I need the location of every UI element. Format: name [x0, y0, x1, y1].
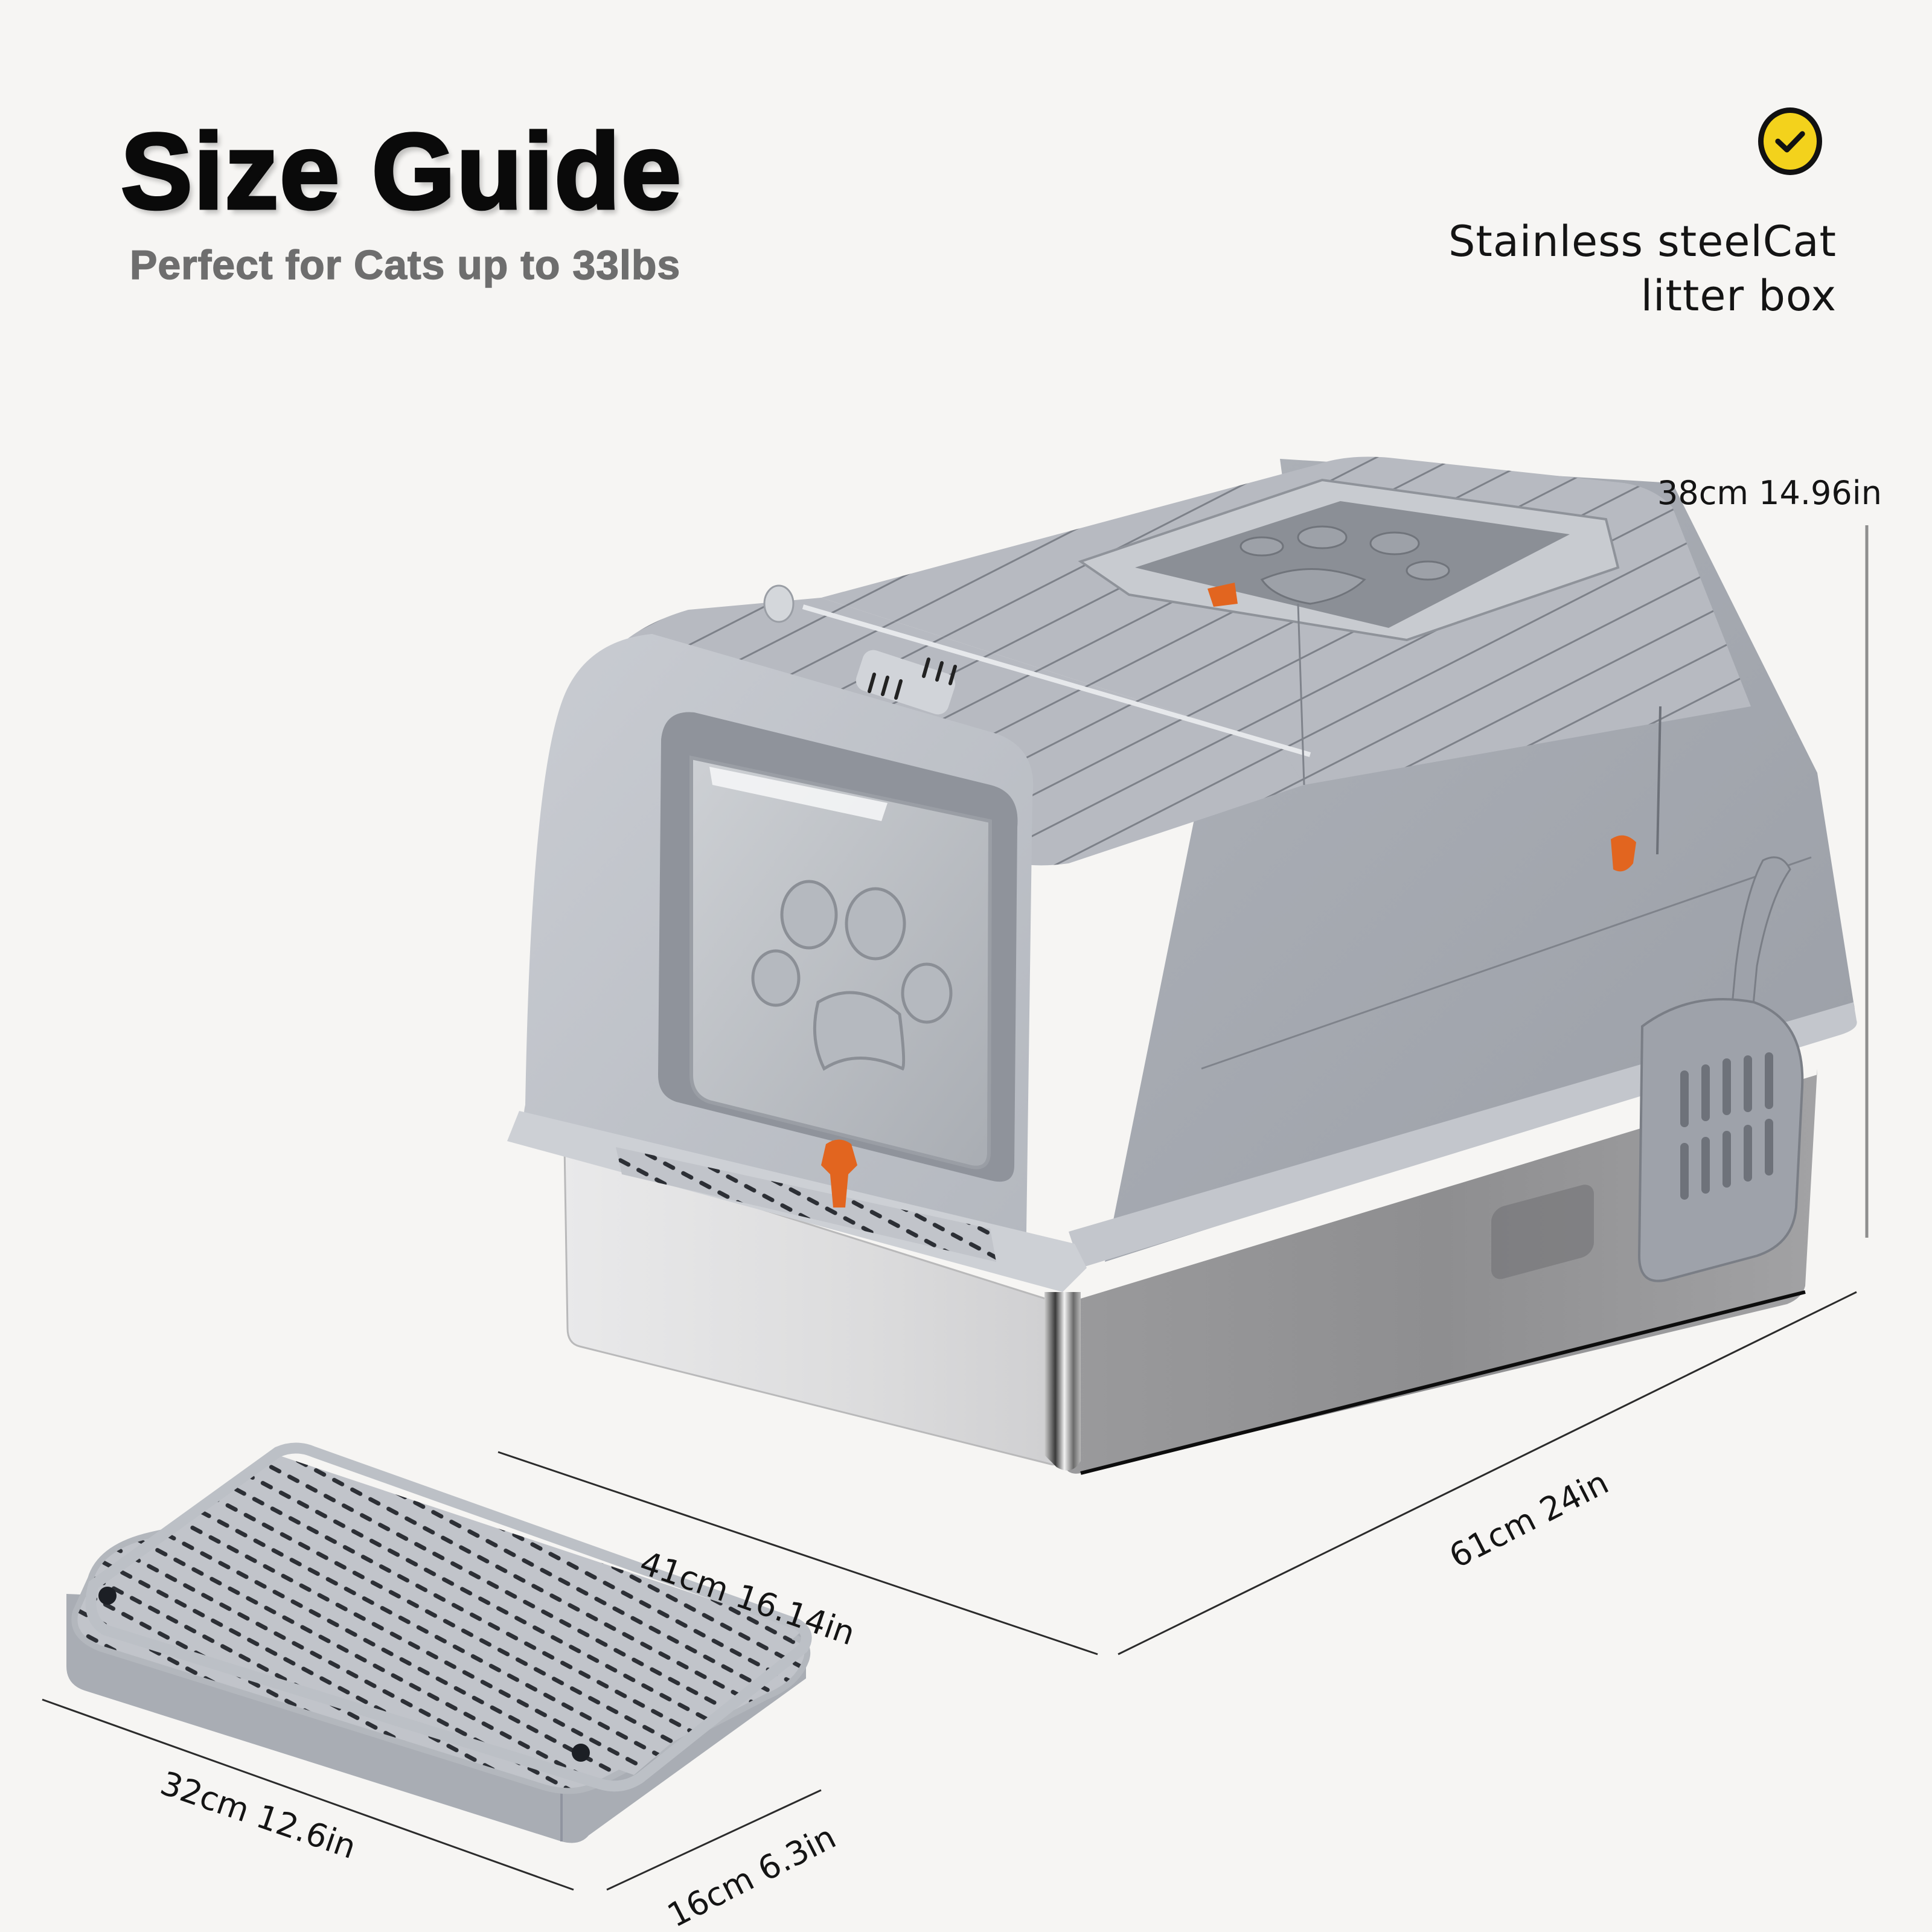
top-lid-window — [1078, 478, 1620, 642]
dimension-height-label: 38cm 14.96in — [1657, 474, 1882, 512]
feature-line-1: Stainless steelCat — [1448, 217, 1837, 266]
feature-caption: Stainless steelCat litter box — [1448, 214, 1837, 323]
top-latch — [1208, 583, 1238, 607]
dimension-lines — [42, 525, 1869, 1891]
page-title: Size Guide — [120, 111, 683, 231]
litter-scoop — [1637, 856, 1804, 1282]
mat-hole-icon — [98, 1587, 117, 1605]
check-circle-icon — [1758, 107, 1822, 175]
litter-mat — [66, 1442, 812, 1843]
feature-line-2: litter box — [1640, 271, 1837, 321]
paw-print-icon — [751, 880, 953, 1071]
page-subtitle: Perfect for Cats up to 33lbs — [129, 242, 681, 288]
side-latch — [1611, 835, 1636, 872]
front-latch — [821, 1139, 857, 1208]
mat-hole-icon — [572, 1744, 590, 1762]
steel-base — [563, 1069, 1817, 1475]
vent-grille — [856, 650, 957, 715]
